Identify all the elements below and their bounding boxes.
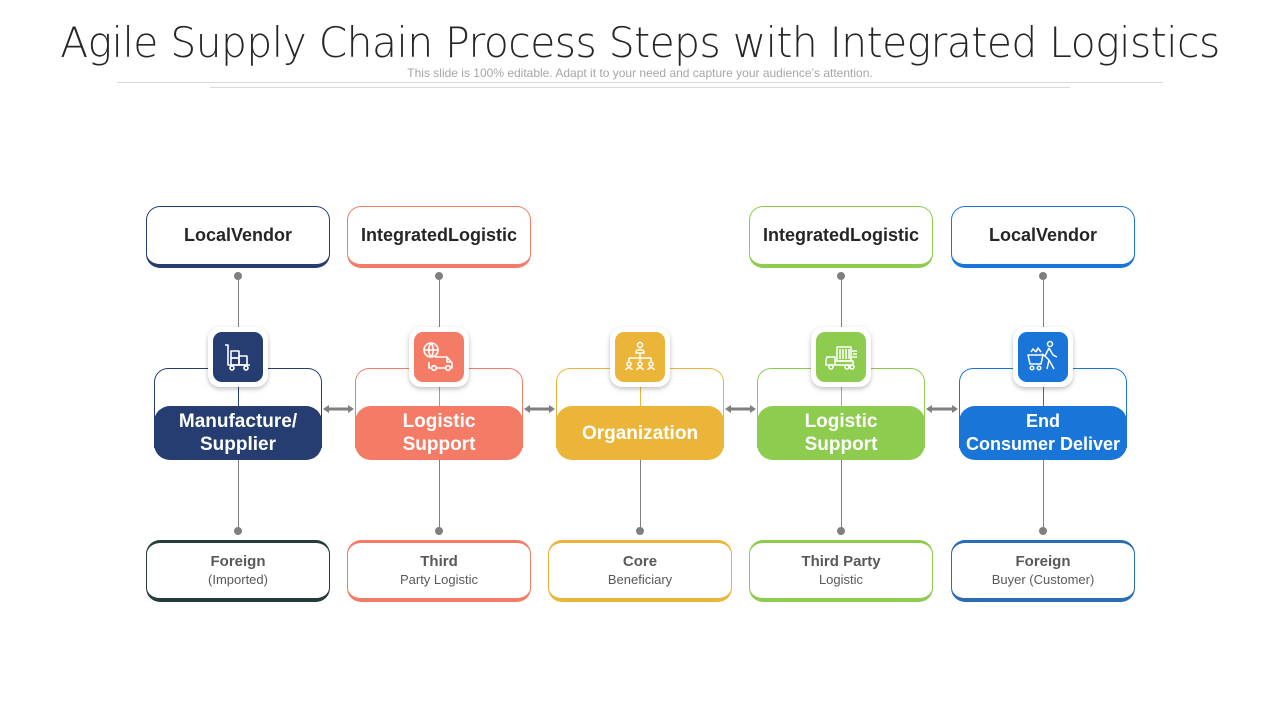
connector-dot <box>1039 527 1047 535</box>
bottom-label-title: Third <box>420 553 458 570</box>
bidirectional-arrow-icon <box>926 405 958 413</box>
connector-dot <box>435 527 443 535</box>
title-divider <box>117 82 1163 83</box>
bidirectional-arrow-icon <box>725 405 756 413</box>
connector-dot <box>837 527 845 535</box>
top-label-text: Logistic <box>850 225 920 245</box>
step-label: Organization <box>581 422 699 444</box>
org-chart-icon <box>615 332 665 382</box>
step-node[interactable]: Organization <box>556 406 724 460</box>
global-delivery-truck-icon <box>414 332 464 382</box>
bottom-label-subtitle: Party Logistic <box>399 572 479 587</box>
connector-dot <box>234 527 242 535</box>
bottom-label-subtitle: Buyer (Customer) <box>991 572 1095 587</box>
bottom-label-title: Core <box>622 553 658 570</box>
bidirectional-arrow-icon <box>524 405 555 413</box>
connector-dot <box>636 527 644 535</box>
connector-line <box>640 460 641 530</box>
bottom-label-subtitle: Beneficiary <box>607 572 673 587</box>
top-label-text: Vendor <box>231 225 293 245</box>
top-label-text: Integrated <box>762 225 850 245</box>
bottom-label-title: Foreign <box>1015 553 1071 570</box>
connector-line <box>841 460 842 530</box>
step-label: End <box>1026 411 1060 431</box>
slide-subtitle: This slide is 100% editable. Adapt it to… <box>407 66 873 80</box>
connector-line <box>439 276 440 328</box>
icon-tile <box>610 327 670 387</box>
step-node[interactable]: Manufacture/Supplier <box>154 406 322 460</box>
step-label: Manufacture/ <box>178 411 298 432</box>
step-label: Consumer Deliver <box>965 434 1121 454</box>
connector-line <box>841 386 842 408</box>
cargo-truck-icon <box>816 332 866 382</box>
step-label: Logistic <box>402 411 476 432</box>
connector-line <box>238 460 239 530</box>
top-label-text: Local <box>988 225 1036 245</box>
icon-tile <box>409 327 469 387</box>
icon-tile <box>208 327 268 387</box>
bottom-label-subtitle: (Imported) <box>208 572 268 587</box>
step-label: Support <box>804 434 878 455</box>
bottom-label-title: Foreign <box>210 553 266 570</box>
connector-line <box>841 276 842 328</box>
bottom-label-box: Foreign (Imported) <box>146 540 330 602</box>
connector-line <box>439 460 440 530</box>
top-label-text: Integrated <box>360 225 448 245</box>
step-label: Support <box>402 434 476 455</box>
connector-line <box>238 276 239 328</box>
top-label-text: Local <box>183 225 231 245</box>
connector-line <box>1043 386 1044 408</box>
hand-truck-boxes-icon <box>213 332 263 382</box>
title-divider-secondary <box>210 87 1070 88</box>
top-label-text: Vendor <box>1036 225 1098 245</box>
bottom-label-subtitle: Logistic <box>818 572 864 587</box>
connector-line <box>640 386 641 408</box>
bidirectional-arrow-icon <box>323 405 354 413</box>
connector-line <box>439 386 440 408</box>
slide-title: Agile Supply Chain Process Steps with In… <box>60 18 1220 67</box>
step-label: Logistic <box>804 411 878 432</box>
connector-line <box>238 386 239 408</box>
icon-tile <box>1013 327 1073 387</box>
icon-tile <box>811 327 871 387</box>
connector-line <box>1043 460 1044 530</box>
connector-line <box>1043 276 1044 328</box>
shopper-cart-icon <box>1018 332 1068 382</box>
top-label-text: Logistic <box>448 225 518 245</box>
bottom-label-title: Third Party <box>801 553 881 570</box>
step-label: Supplier <box>199 434 276 455</box>
